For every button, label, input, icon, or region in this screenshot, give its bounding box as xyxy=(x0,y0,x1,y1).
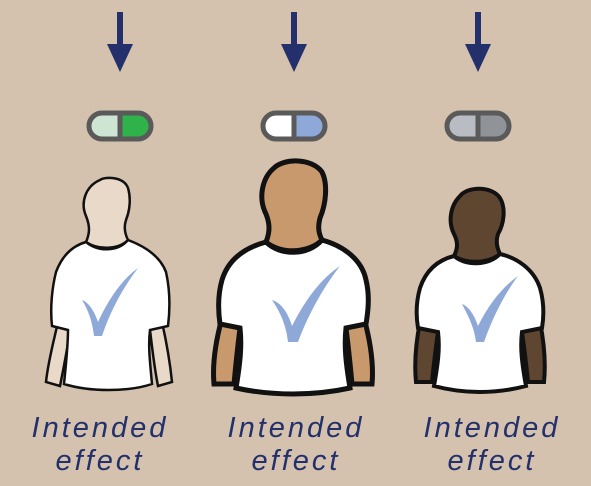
down-arrow-icon xyxy=(281,12,307,72)
person-icon xyxy=(415,189,545,392)
caption-line-2: effect xyxy=(196,445,396,478)
pill-icon xyxy=(447,113,509,139)
panel-2 xyxy=(213,12,372,394)
person-icon xyxy=(213,161,372,394)
caption-line-2: effect xyxy=(0,445,200,478)
caption-line-1: Intended xyxy=(0,412,200,445)
pill-icon xyxy=(89,113,151,139)
caption-panel-2: Intended effect xyxy=(196,412,396,478)
person-icon xyxy=(46,178,172,390)
panel-1 xyxy=(46,12,172,390)
panel-3 xyxy=(415,12,545,392)
caption-line-1: Intended xyxy=(392,412,591,445)
caption-line-2: effect xyxy=(392,445,591,478)
pill-icon xyxy=(263,113,325,139)
caption-panel-1: Intended effect xyxy=(0,412,200,478)
caption-panel-3: Intended effect xyxy=(392,412,591,478)
down-arrow-icon xyxy=(107,12,133,72)
down-arrow-icon xyxy=(465,12,491,72)
caption-line-1: Intended xyxy=(196,412,396,445)
